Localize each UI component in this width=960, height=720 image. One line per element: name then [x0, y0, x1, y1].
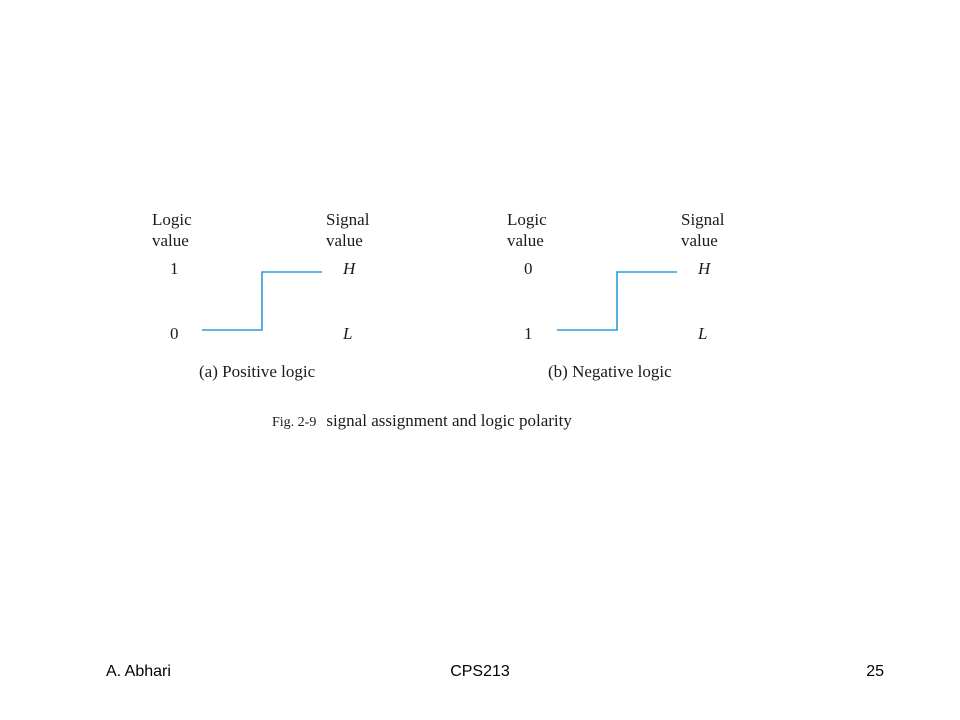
figure-caption: Fig. 2-9 signal assignment and logic pol…: [272, 411, 572, 433]
footer-page-number: 25: [866, 663, 884, 680]
positive-logic-caption: (a) Positive logic: [199, 362, 316, 381]
low-signal-label: L: [698, 324, 708, 343]
high-signal-label: H: [698, 259, 711, 278]
figure-number: Fig. 2-9: [272, 415, 317, 430]
footer-course: CPS213: [450, 663, 510, 680]
low-signal-label: L: [343, 324, 353, 343]
signal-heading-line2: value: [326, 231, 363, 250]
footer-author: A. Abhari: [106, 663, 171, 680]
high-logic-value: 1: [170, 259, 179, 278]
signal-heading-line1: Signal: [326, 210, 370, 229]
logic-heading-line2: value: [507, 231, 544, 250]
negative-logic-caption: (b) Negative logic: [548, 362, 672, 381]
high-signal-label: H: [343, 259, 356, 278]
logic-value-heading: Logic value: [152, 209, 192, 251]
signal-heading-line1: Signal: [681, 210, 725, 229]
figure-title: signal assignment and logic polarity: [326, 411, 572, 430]
logic-heading-line1: Logic: [507, 210, 547, 229]
low-logic-value: 1: [524, 324, 533, 343]
signal-value-heading: Signal value: [326, 209, 369, 251]
signal-value-heading: Signal value: [681, 209, 724, 251]
signal-heading-line2: value: [681, 231, 718, 250]
logic-heading-line2: value: [152, 231, 189, 250]
high-logic-value: 0: [524, 259, 533, 278]
step-waveform-line: [202, 271, 322, 331]
low-logic-value: 0: [170, 324, 179, 343]
logic-heading-line1: Logic: [152, 210, 192, 229]
step-waveform-line: [557, 271, 677, 331]
logic-value-heading: Logic value: [507, 209, 547, 251]
